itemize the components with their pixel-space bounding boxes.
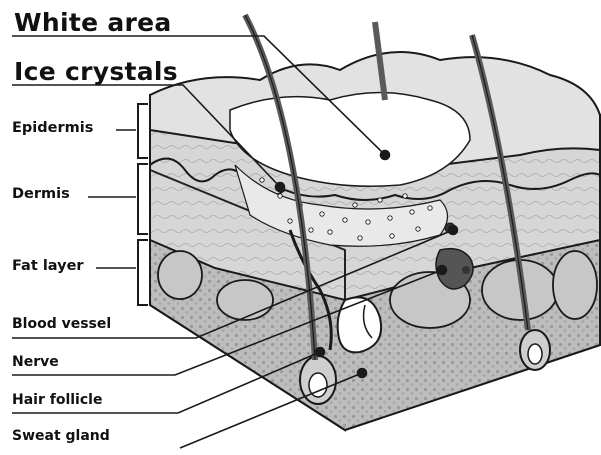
label-sweat-gland: Sweat gland [12, 428, 110, 444]
fat-lobule [553, 251, 597, 319]
label-fat-layer: Fat layer [12, 258, 84, 274]
label-white-area: White area [14, 8, 172, 37]
epidermis-bracket [138, 104, 148, 158]
label-epidermis: Epidermis [12, 120, 93, 136]
label-nerve: Nerve [12, 354, 59, 370]
fat-lobule [158, 251, 202, 299]
label-blood-vessel: Blood vessel [12, 316, 111, 332]
label-ice-crystals: Ice crystals [14, 57, 178, 86]
dermis-bracket [138, 164, 148, 234]
fat-bracket [138, 240, 148, 305]
label-dermis: Dermis [12, 186, 70, 202]
sweat-gland-coil [338, 297, 381, 352]
label-hair-follicle: Hair follicle [12, 392, 102, 408]
fat-lobule [217, 280, 273, 320]
